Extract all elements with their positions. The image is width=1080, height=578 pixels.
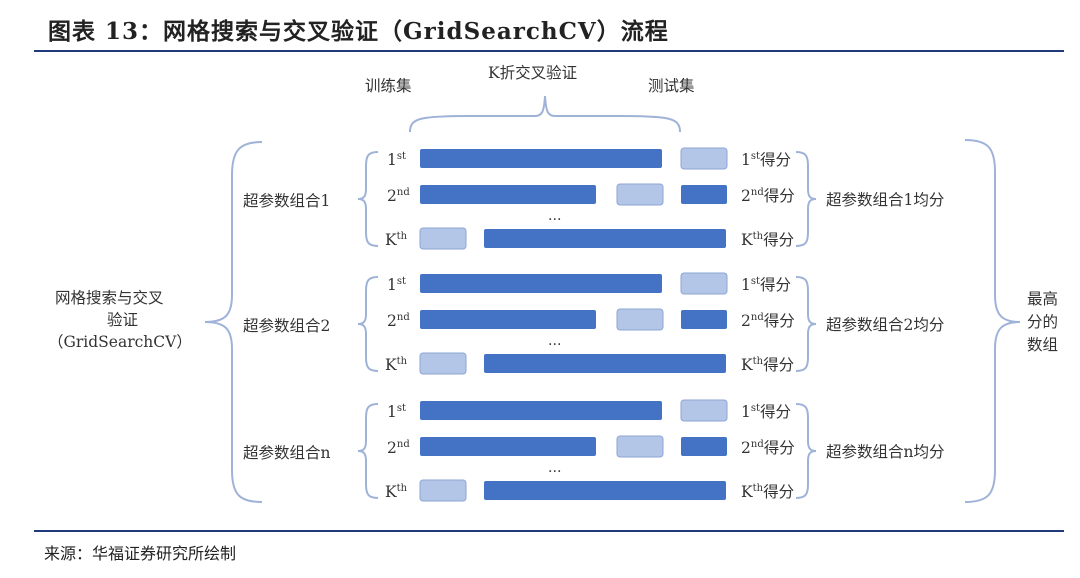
fold-score: 2nd得分 (741, 312, 795, 330)
right-label-line3: 数组 (1027, 336, 1058, 354)
right-label-line1: 最高 (1027, 290, 1058, 308)
fold-score: 1st得分 (741, 276, 791, 294)
fold-box (616, 435, 664, 458)
group-avg-label: 超参数组合n均分 (826, 443, 944, 461)
fold-box (419, 479, 467, 502)
fold-box (419, 227, 467, 250)
left-label-line2: 验证 (107, 311, 138, 329)
fold-box (680, 399, 728, 422)
group-right-brace (795, 276, 817, 372)
fold-score: Kth得分 (741, 231, 794, 249)
kfold-label: K折交叉验证 (488, 64, 577, 82)
left-label-line3: （GridSearchCV） (48, 333, 192, 351)
train-bar (681, 437, 727, 456)
ellipsis: … (548, 460, 562, 476)
group-left-brace (357, 276, 379, 372)
group-right-brace (795, 403, 817, 499)
train-bar (420, 401, 662, 420)
ellipsis: … (548, 333, 562, 349)
fold-score: 2nd得分 (741, 439, 795, 457)
train-bar (484, 229, 726, 248)
fold-score: Kth得分 (741, 483, 794, 501)
fold-box (616, 308, 664, 331)
big-right-brace (964, 139, 1021, 503)
param-group-1: 超参数组合1 超参数组合1均分 1st 1st得分 2nd 2nd得分 Kth Kth得分 … (243, 147, 944, 250)
right-label-line2: 分的 (1027, 313, 1058, 331)
train-bar (420, 310, 596, 329)
top-brace (409, 95, 681, 133)
fold-box (616, 183, 664, 206)
fold-box (680, 147, 728, 170)
train-bar (681, 185, 727, 204)
group-right-brace (795, 151, 817, 247)
train-bar (420, 149, 662, 168)
fold-box (680, 272, 728, 295)
fold-score: 1st得分 (741, 403, 791, 421)
group-avg-label: 超参数组合1均分 (826, 191, 944, 209)
group-name: 超参数组合1 (243, 192, 330, 210)
group-name: 超参数组合2 (243, 317, 330, 335)
train-label: 训练集 (365, 77, 412, 95)
train-bar (484, 354, 726, 373)
param-group-3: 超参数组合n 超参数组合n均分 1st 1st得分 2nd 2nd得分 Kth Kth得分 … (243, 399, 944, 502)
fold-score: Kth得分 (741, 356, 794, 374)
fold-score: 2nd得分 (741, 187, 795, 205)
footer-rule (34, 530, 1064, 532)
fold-label: Kth (385, 231, 408, 249)
page-title: 图表 13：网格搜索与交叉验证（GridSearchCV）流程 (48, 18, 669, 45)
big-left-brace (204, 141, 263, 503)
group-avg-label: 超参数组合2均分 (826, 316, 944, 334)
train-bar (484, 481, 726, 500)
fold-label: Kth (385, 356, 408, 374)
ellipsis: … (548, 208, 562, 224)
fold-label: 2nd (387, 187, 410, 205)
fold-box (419, 352, 467, 375)
train-bar (420, 437, 596, 456)
fold-label: 2nd (387, 439, 410, 457)
title-rule (34, 50, 1064, 52)
test-label: 测试集 (648, 77, 695, 95)
fold-label: 2nd (387, 312, 410, 330)
fold-label: 1st (387, 403, 406, 421)
group-left-brace (357, 403, 379, 499)
fold-label: Kth (385, 483, 408, 501)
fold-label: 1st (387, 151, 406, 169)
train-bar (681, 310, 727, 329)
train-bar (420, 274, 662, 293)
source-note: 来源：华福证券研究所绘制 (44, 544, 237, 563)
fold-label: 1st (387, 276, 406, 294)
param-group-2: 超参数组合2 超参数组合2均分 1st 1st得分 2nd 2nd得分 Kth Kth得分 … (243, 272, 944, 375)
group-name: 超参数组合n (243, 444, 331, 462)
fold-score: 1st得分 (741, 151, 791, 169)
train-bar (420, 185, 596, 204)
left-label-line1: 网格搜索与交叉 (55, 289, 164, 307)
group-left-brace (357, 151, 379, 247)
